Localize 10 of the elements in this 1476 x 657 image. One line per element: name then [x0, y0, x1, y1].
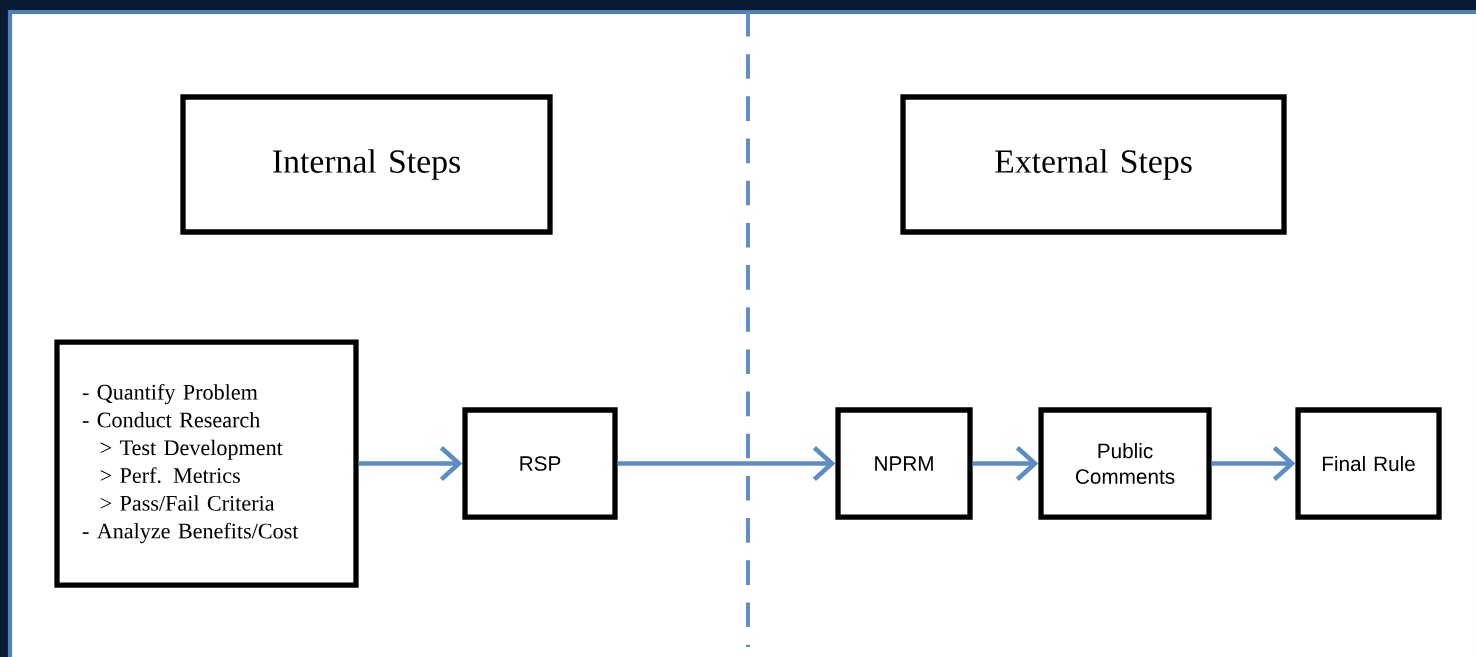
heading-box: External Steps: [900, 94, 1287, 235]
arrow: [617, 446, 836, 481]
arrow: [358, 446, 463, 482]
arrow: [1211, 446, 1296, 482]
step-box: - Quantify Problem - Conduct Research > Test Development > Perf. Metrics > Pass/Fail Criteria - Analyze Benefits/Cost: [54, 339, 359, 588]
step-box: Public Comments: [1038, 407, 1212, 520]
step-box: RSP: [462, 407, 618, 520]
step-box: NPRM: [835, 407, 973, 520]
heading-box: Internal Steps: [180, 94, 553, 235]
step-box: Final Rule: [1295, 407, 1442, 520]
